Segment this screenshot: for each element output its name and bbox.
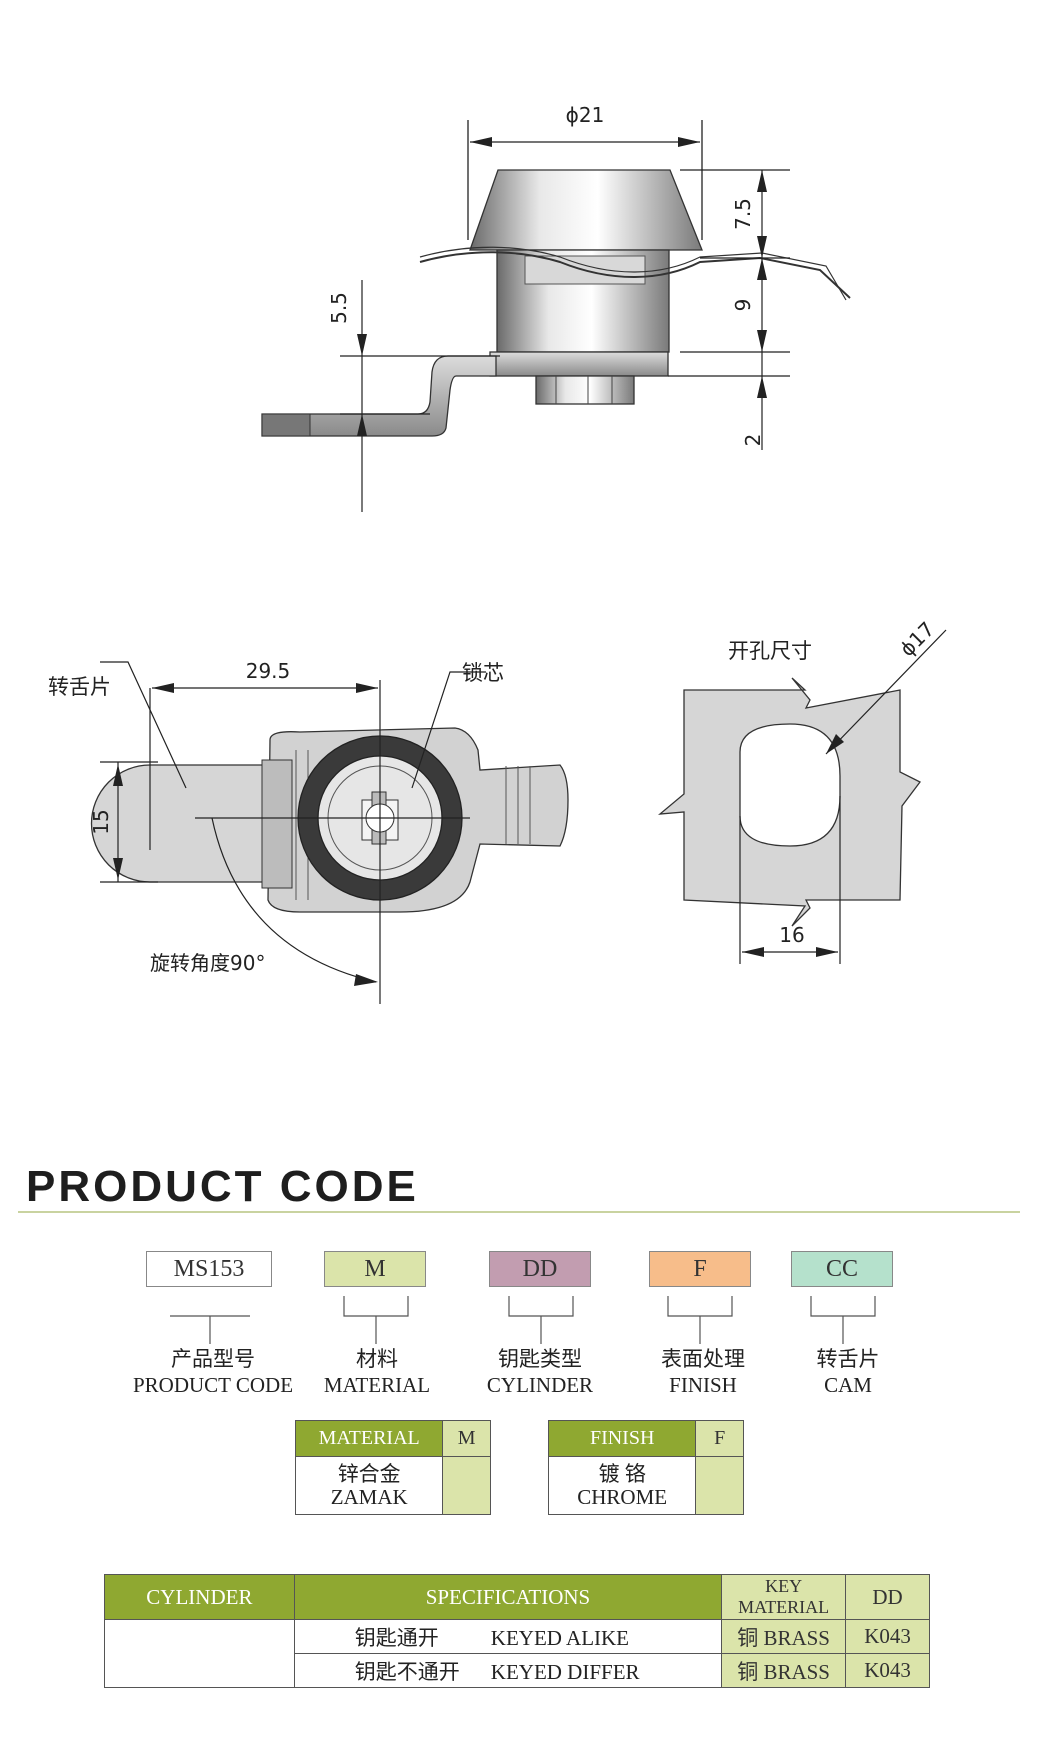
dim-5-5-label: 5.5	[327, 292, 351, 324]
code-box-product: MS153	[146, 1251, 272, 1287]
lock-cap	[469, 169, 703, 251]
finish-code: F	[695, 1420, 744, 1457]
material-code: M	[442, 1420, 491, 1457]
key-material-header: KEY MATERIAL	[721, 1574, 847, 1620]
finish-header: FINISH	[547, 1420, 697, 1457]
code-brackets	[170, 1296, 876, 1344]
dims-right	[668, 169, 790, 450]
key-material-cell: 铜 BRASS	[721, 1619, 847, 1654]
cam-tongue	[90, 764, 273, 883]
cutout-hole	[739, 723, 841, 847]
title-divider	[18, 1211, 1020, 1213]
cylinder-empty-cell	[104, 1619, 295, 1688]
side-view-drawing: ϕ21 7.5 9 2 5.5	[261, 103, 851, 512]
material-header: MATERIAL	[294, 1420, 444, 1457]
dim-17-label: ϕ17	[895, 617, 939, 661]
cam-plate	[261, 355, 497, 437]
dim-2-label: 2	[741, 434, 765, 447]
dim-diameter-21-label: ϕ21	[566, 103, 605, 127]
code-label-finish: 表面处理 FINISH	[661, 1347, 745, 1397]
code-box-cylinder: DD	[489, 1251, 591, 1287]
material-value-code	[442, 1456, 491, 1515]
finish-value-code	[695, 1456, 744, 1515]
dim-29-5-label: 29.5	[246, 659, 291, 683]
label-core: 锁芯	[462, 661, 504, 685]
cylinder-header: CYLINDER	[104, 1574, 295, 1620]
specifications-header: SPECIFICATIONS	[293, 1574, 723, 1620]
dd-header: DD	[845, 1574, 930, 1620]
code-box-cam: CC	[791, 1251, 893, 1287]
code-label-cam: 转舌片 CAM	[816, 1347, 880, 1397]
code-label-material: 材料 MATERIAL	[323, 1347, 431, 1397]
dim-7-5-label: 7.5	[731, 198, 755, 230]
front-view-drawing: 29.5 15 转舌片 锁芯 旋转角度90°	[48, 659, 569, 1004]
code-box-finish: F	[649, 1251, 751, 1287]
dims-left	[340, 280, 500, 512]
cylinder-table: CYLINDER SPECIFICATIONS KEY MATERIAL DD …	[104, 1574, 930, 1688]
code-label-cylinder: 钥匙类型 CYLINDER	[486, 1347, 594, 1397]
dd-cell: K043	[845, 1619, 930, 1654]
code-label-product: 产品型号 PRODUCT CODE	[132, 1347, 294, 1397]
dd-cell: K043	[845, 1653, 930, 1688]
material-value: 锌合金 ZAMAK	[294, 1456, 444, 1515]
key-material-cell: 铜 BRASS	[721, 1653, 847, 1688]
finish-table: FINISH F 镀 铬 CHROME	[547, 1420, 744, 1515]
dim-9-label: 9	[731, 299, 755, 312]
label-rotation: 旋转角度90°	[150, 951, 265, 975]
cutout-drawing: 16 ϕ17 开孔尺寸	[658, 617, 947, 964]
finish-value: 镀 铬 CHROME	[547, 1456, 697, 1515]
label-cam: 转舌片	[48, 675, 111, 699]
dim-15-label: 15	[89, 809, 113, 834]
product-code-title: PRODUCT CODE	[26, 1162, 419, 1211]
material-table: MATERIAL M 锌合金 ZAMAK	[294, 1420, 491, 1515]
label-cutout: 开孔尺寸	[728, 639, 812, 663]
code-box-material: M	[324, 1251, 426, 1287]
dim-16-label: 16	[779, 923, 804, 947]
dim-diameter-21	[467, 120, 703, 240]
